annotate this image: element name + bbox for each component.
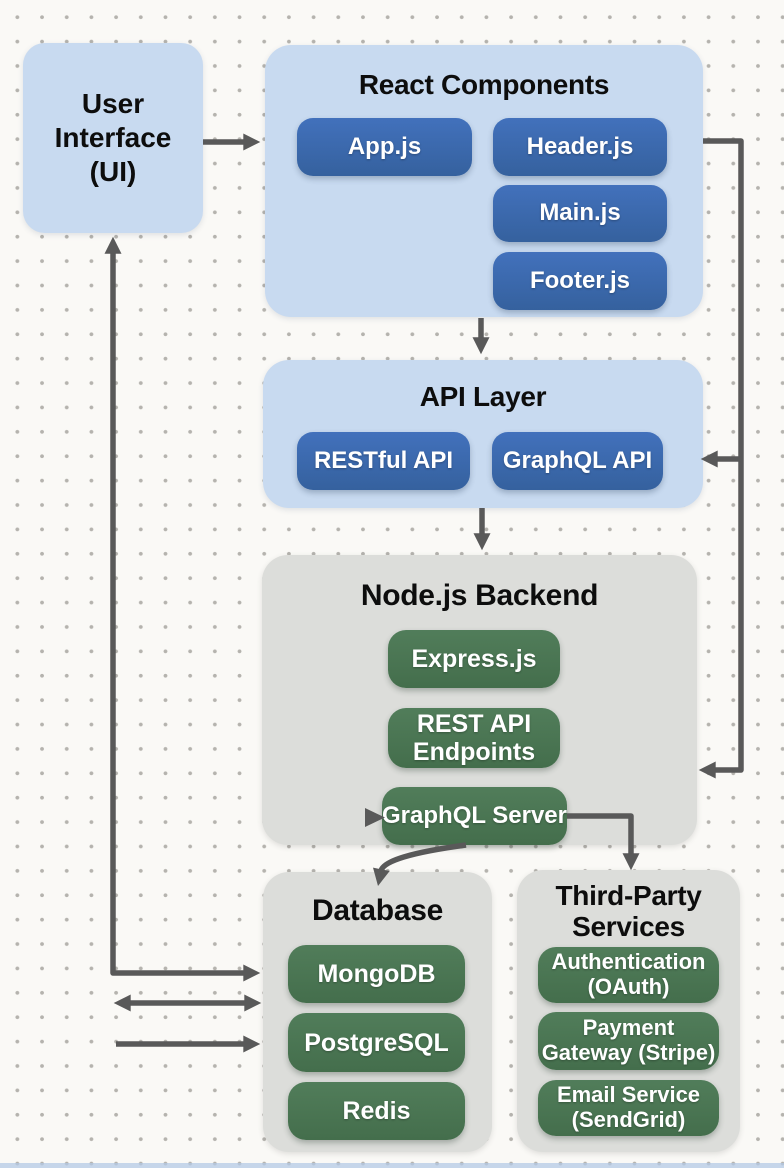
node-user-interface: User Interface (UI) xyxy=(23,43,203,233)
group-title-third-party: Third-Party Services xyxy=(517,880,740,942)
pill-restful-api: RESTful API xyxy=(297,432,470,490)
arrow-react-to-backend-right xyxy=(698,138,744,779)
group-api-layer: API Layer RESTful API GraphQL API xyxy=(263,360,703,508)
pill-header-js: Header.js xyxy=(493,118,667,176)
pill-mongodb: MongoDB xyxy=(288,945,465,1003)
group-react-components: React Components App.js Header.js Main.j… xyxy=(265,45,703,317)
pill-line: REST API xyxy=(416,710,532,738)
title-line: Services xyxy=(572,911,685,942)
pill-line: (SendGrid) xyxy=(571,1107,686,1132)
ui-label-line: Interface xyxy=(54,122,172,153)
title-line: Third-Party xyxy=(555,880,702,911)
pill-line: Endpoints xyxy=(412,738,536,766)
pill-email-service-sendgrid: Email Service (SendGrid) xyxy=(538,1080,719,1136)
pill-line: Payment xyxy=(582,1015,675,1041)
pill-line: Email Service xyxy=(556,1082,701,1108)
pill-line: Express.js xyxy=(411,645,537,673)
group-title-react-components: React Components xyxy=(358,69,610,100)
pill-payment-gateway-stripe: Payment Gateway (Stripe) xyxy=(538,1012,719,1070)
pill-graphql-api: GraphQL API xyxy=(492,432,663,490)
pill-line: Gateway (Stripe) xyxy=(541,1040,716,1065)
pill-line: GraphQL Server xyxy=(382,801,567,829)
pill-authentication-oauth: Authentication (OAuth) xyxy=(538,947,719,1003)
pill-line: Authentication xyxy=(551,949,706,975)
group-title-api-layer: API Layer xyxy=(419,381,547,412)
group-nodejs-backend: Node.js Backend Express.js REST API Endp… xyxy=(262,555,697,845)
pill-main-js: Main.js xyxy=(493,185,667,242)
pill-express-js: Express.js xyxy=(388,630,560,688)
bottom-edge-strip xyxy=(0,1163,784,1168)
arrow-graphql-server-to-database xyxy=(373,842,467,886)
pill-app-js: App.js xyxy=(297,118,472,176)
pill-rest-api-endpoints: REST API Endpoints xyxy=(388,708,560,768)
pill-postgresql: PostgreSQL xyxy=(288,1013,465,1072)
ui-label-line: User xyxy=(81,88,145,119)
ui-label-line: (UI) xyxy=(89,156,137,187)
group-title-nodejs-backend: Node.js Backend xyxy=(360,579,599,612)
group-database: Database MongoDB PostgreSQL Redis xyxy=(263,872,492,1152)
pill-redis: Redis xyxy=(288,1082,465,1140)
group-third-party-services: Third-Party Services Authentication (OAu… xyxy=(517,870,740,1152)
pill-footer-js: Footer.js xyxy=(493,252,667,310)
group-title-database: Database xyxy=(311,894,443,927)
arrow-database-ui-elbow xyxy=(104,236,261,982)
pill-line: (OAuth) xyxy=(587,974,670,999)
pill-graphql-server: GraphQL Server xyxy=(382,787,567,845)
